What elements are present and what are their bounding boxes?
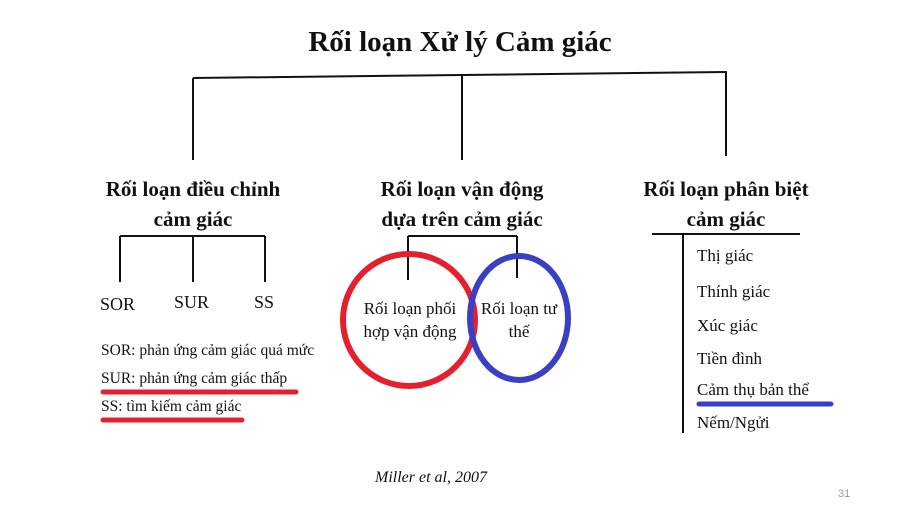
heading-line: Rối loạn vận động bbox=[380, 177, 544, 201]
subtype-sur: SUR bbox=[174, 292, 210, 312]
definition-ss: SS: tìm kiếm cảm giác bbox=[101, 398, 242, 415]
subtype-sor: SOR bbox=[100, 294, 136, 314]
page-title: Rối loạn Xử lý Cảm giác bbox=[308, 26, 612, 58]
definition-sur: SUR: phản ứng cảm giác thấp bbox=[101, 370, 288, 387]
label-line: thế bbox=[508, 322, 530, 341]
heading-line: Rối loạn điều chỉnh bbox=[105, 177, 281, 201]
item-proprioception: Cảm thụ bản thể bbox=[697, 380, 809, 399]
item-touch: Xúc giác bbox=[697, 316, 758, 335]
heading-discrimination: Rối loạn phân biệt cảm giác bbox=[643, 174, 808, 234]
top-connector bbox=[192, 71, 728, 79]
heading-line: dựa trên cảm giác bbox=[381, 207, 543, 231]
heading-line: cảm giác bbox=[686, 207, 766, 231]
motor-subtype-praxis: Rối loạn phối hợp vận động bbox=[363, 297, 456, 343]
heading-line: cảm giác bbox=[153, 207, 233, 231]
heading-modulation: Rối loạn điều chỉnh cảm giác bbox=[106, 174, 280, 234]
label-line: hợp vận động bbox=[363, 322, 457, 341]
page-number: 31 bbox=[838, 488, 851, 500]
item-hearing: Thính giác bbox=[697, 282, 771, 301]
motor-subtype-postural: Rối loạn tư thế bbox=[481, 297, 557, 343]
subtype-ss: SS bbox=[254, 292, 275, 312]
heading-motor: Rối loạn vận động dựa trên cảm giác bbox=[381, 174, 544, 234]
label-line: Rối loạn tư bbox=[480, 299, 558, 318]
item-vestibular: Tiền đình bbox=[697, 349, 763, 368]
label-line: Rối loạn phối bbox=[363, 299, 457, 318]
citation: Miller et al, 2007 bbox=[375, 469, 487, 486]
red-circle bbox=[340, 251, 478, 389]
item-vision: Thị giác bbox=[697, 246, 754, 265]
definition-sor: SOR: phản ứng cảm giác quá mức bbox=[101, 342, 315, 359]
item-taste-smell: Nếm/Ngửi bbox=[697, 413, 770, 432]
heading-line: Rối loạn phân biệt bbox=[643, 177, 809, 201]
blue-circle bbox=[467, 253, 571, 383]
